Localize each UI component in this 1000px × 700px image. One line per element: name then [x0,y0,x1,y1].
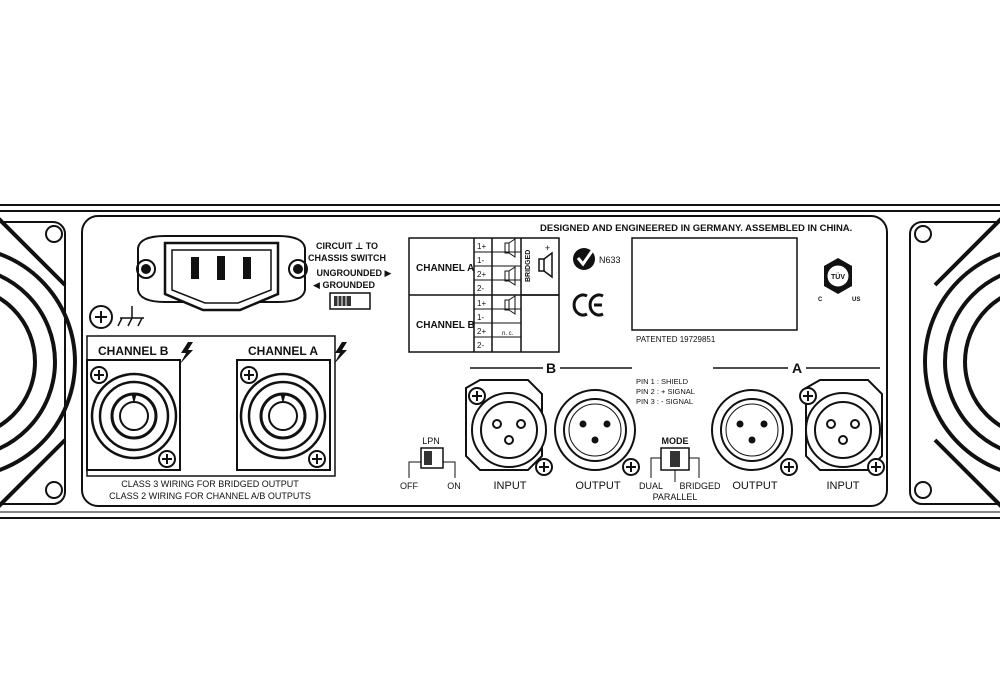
fan-screw [914,481,932,499]
panel-frame [81,215,888,507]
lpn-title: LPN [422,436,440,446]
mode-dual-label: DUAL [639,481,663,491]
fan-screw [45,481,63,499]
grounded-label: ◀ GROUNDED [313,280,375,290]
lpn-on-label: ON [447,481,461,491]
mode-title: MODE [662,436,689,446]
bridged-plus: + [545,243,550,253]
chassis [0,204,1000,519]
xlr-output-channel-b[interactable] [554,389,640,476]
ground-switch-label: CHASSIS SWITCH [308,253,386,263]
speakon-channel-a-label: CHANNEL A [248,344,318,358]
xlr-b-input-label: INPUT [494,480,527,492]
xlr-input-channel-b[interactable] [465,379,553,476]
section-a-letter: A [792,360,802,376]
xlr-a-input-label: INPUT [827,480,860,492]
lightning-icon [180,342,193,364]
lightning-icon [334,342,347,364]
speaker-wiring-table [408,237,560,353]
pin-legend: PIN 1 : SHIELD [636,377,689,386]
ul-us-text: US [852,297,860,303]
wiring-note: CLASS 3 WIRING FOR BRIDGED OUTPUT [121,479,299,489]
inlet-pin [243,257,251,279]
pin-label: 1+ [477,242,486,251]
ul-c-text: C [818,297,823,303]
fan-screw [45,225,63,243]
right-fan-grille [909,217,1000,508]
table-channel-b: CHANNEL B [416,320,475,331]
pin-label: 1+ [477,299,486,308]
wiring-note: CLASS 2 WIRING FOR CHANNEL A/B OUTPUTS [109,491,311,501]
pin-label: 1- [477,313,484,322]
not-connected-label: n. c. [502,331,514,337]
tuv-ul-cert-icon [824,258,852,294]
patent-text: PATENTED 19729851 [636,335,716,344]
mode-parallel-label: PARALLEL [653,492,698,502]
pin-legend: PIN 2 : + SIGNAL [636,387,695,396]
section-b-letter: B [546,360,556,376]
origin-text: DESIGNED AND ENGINEERED IN GERMANY. ASSE… [540,223,852,234]
pin-label: 1- [477,256,484,265]
ground-slide-switch[interactable] [329,292,371,310]
xlr-b-output-label: OUTPUT [575,480,621,492]
xlr-a-output-label: OUTPUT [732,480,778,492]
mode-bridged-label: BRIDGED [679,481,721,491]
xlr-output-channel-a[interactable] [711,389,798,476]
speakon-output-channel-a[interactable] [236,359,331,471]
chassis-ground-icon [117,306,144,327]
pin-legend: PIN 3 : - SIGNAL [636,397,693,406]
mode-switch[interactable] [650,447,700,482]
c-tick-code: N633 [599,255,621,265]
lpn-off-label: OFF [400,481,418,491]
table-channel-a: CHANNEL A [416,263,474,274]
pin-label: 2+ [477,270,486,279]
ce-mark-icon [572,293,604,317]
ground-switch-label: CIRCUIT ⊥ TO [316,241,378,251]
bridged-label: BRIDGED [525,250,532,282]
speakon-channel-b-label: CHANNEL B [98,344,169,358]
left-fan-grille [0,217,77,508]
ungrounded-label: UNGROUNDED ▶ [317,268,392,278]
power-inlet[interactable] [136,235,308,312]
c-tick-icon [573,248,595,270]
fan-screw [914,225,932,243]
pin-label: 2- [477,341,484,350]
tuv-text: TÜV [831,272,845,281]
pin-label: 2+ [477,327,486,336]
ground-screw [89,305,113,329]
speakon-output-channel-b[interactable] [86,359,181,471]
pin-label: 2- [477,284,484,293]
inlet-pin [191,257,199,279]
inlet-pin [217,256,225,280]
xlr-input-channel-a[interactable] [799,379,885,476]
label-plate [631,237,798,331]
lpn-switch[interactable] [408,447,456,478]
